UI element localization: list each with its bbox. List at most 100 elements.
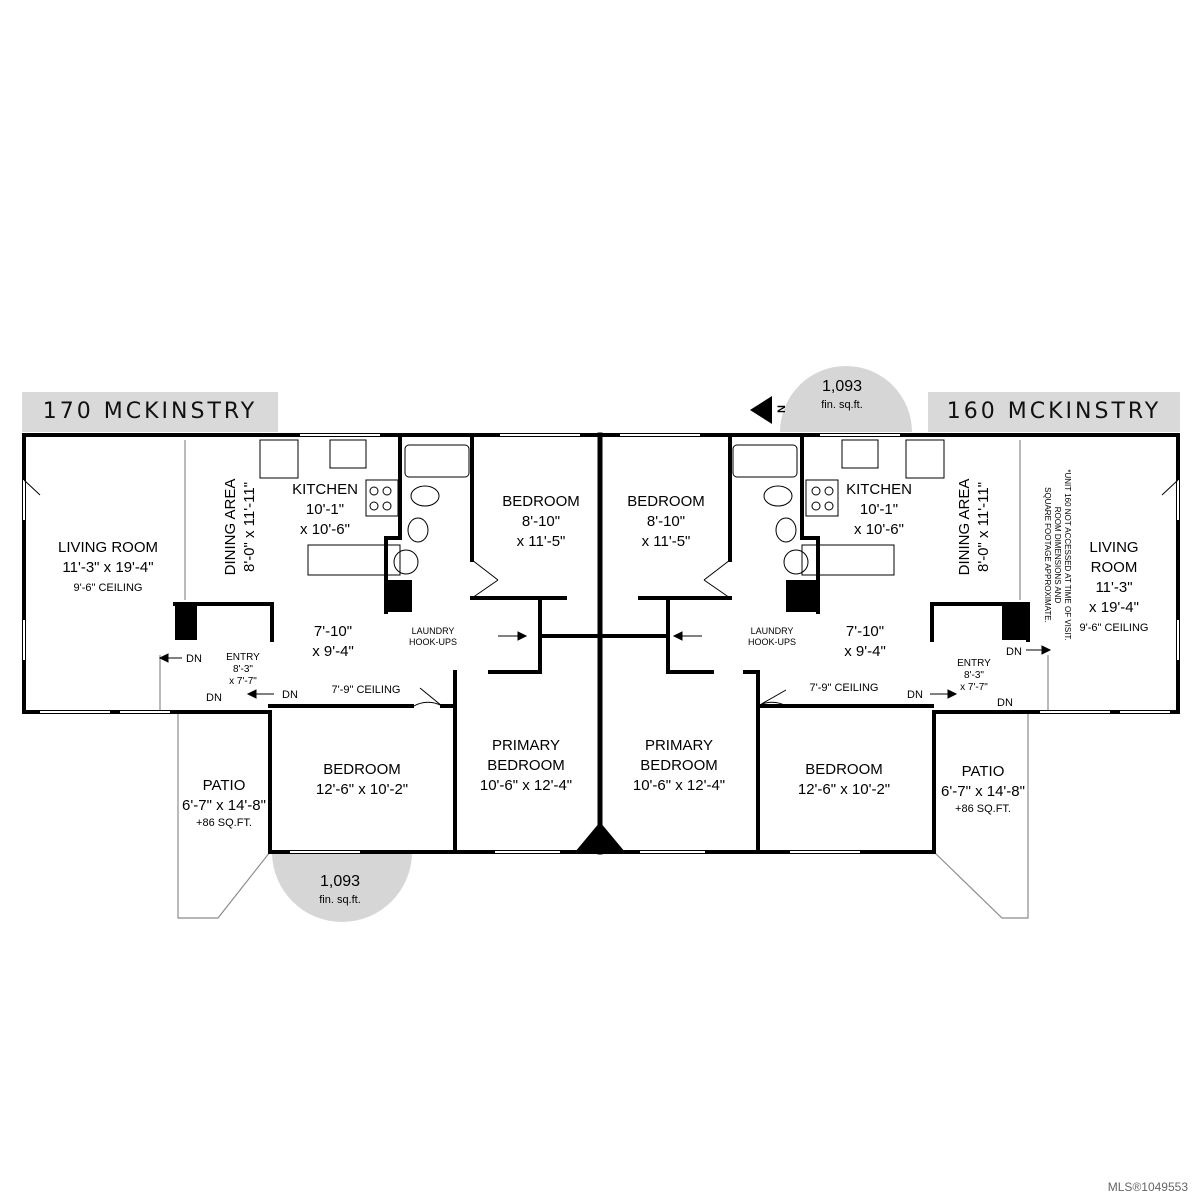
hall-label: 7'-10" x 9'-4" xyxy=(844,622,886,662)
hall-label: 7'-10" x 9'-4" xyxy=(312,622,354,662)
room-name: PATIO xyxy=(202,777,246,794)
room-name: BEDROOM xyxy=(627,493,705,510)
room-dims: x 10'-6" xyxy=(854,521,904,538)
room-name: LIVING xyxy=(1089,539,1139,556)
room-name: PRIMARY xyxy=(644,737,714,754)
patio-area: +86 SQ.FT. xyxy=(196,817,252,829)
room-dims: x 9'-4" xyxy=(844,643,886,660)
room-dims: x 10'-6" xyxy=(300,521,350,538)
stairs-down-label: DN xyxy=(1006,646,1022,658)
laundry-label: LAUNDRY HOOK-UPS xyxy=(748,626,796,648)
stairs-down-label: DN xyxy=(907,689,923,701)
room-dims: 6'-7" x 14'-8" xyxy=(941,783,1025,800)
kitchen-label: KITCHEN 10'-1" x 10'-6" xyxy=(846,480,912,540)
area-badge-unit: fin. sq.ft. xyxy=(319,894,361,906)
dining-area-label: DINING AREA 8'-0" x 11'-11" xyxy=(221,457,259,597)
room-dims: 8'-0" x 11'-11" xyxy=(975,481,992,573)
room-dims: 6'-7" x 14'-8" xyxy=(182,797,266,814)
room-name: BEDROOM xyxy=(640,757,718,774)
room-name: PATIO xyxy=(961,763,1005,780)
room-name: BEDROOM xyxy=(502,493,580,510)
dining-area-label: DINING AREA 8'-0" x 11'-11" xyxy=(955,457,993,597)
unit-banner-170: 170 MCKINSTRY xyxy=(22,392,278,432)
room-name: KITCHEN xyxy=(846,481,912,498)
structural-blocks xyxy=(175,580,1028,852)
laundry-label: LAUNDRY HOOK-UPS xyxy=(409,626,457,648)
room-name: BEDROOM xyxy=(487,757,565,774)
patio-label: PATIO 6'-7" x 14'-8" +86 SQ.FT. xyxy=(182,776,266,830)
stairs-down-label: DN xyxy=(282,689,298,701)
living-room-label: LIVING ROOM 11'-3" x 19'-4" 9'-6" CEILIN… xyxy=(1080,538,1149,635)
area-badge-top: 1,093 fin. sq.ft. xyxy=(821,378,863,414)
room-dims: 11'-3" x 19'-4" xyxy=(62,559,154,576)
room-dims: 10'-1" xyxy=(305,501,345,518)
room-dims: 7'-10" xyxy=(845,623,885,640)
room-dims: 8'-3" xyxy=(964,670,984,681)
bedroom-bottom-label: BEDROOM 12'-6" x 10'-2" xyxy=(798,760,890,800)
room-dims: 8'-10" xyxy=(521,513,561,530)
patio-label: PATIO 6'-7" x 14'-8" +86 SQ.FT. xyxy=(941,762,1025,816)
entry-label: ENTRY 8'-3" x 7'-7" xyxy=(226,652,260,688)
room-dims: 10'-6" x 12'-4" xyxy=(632,777,726,794)
hall-ceiling-label: 7'-9" CEILING xyxy=(331,684,401,696)
unit-banner-160: 160 MCKINSTRY xyxy=(928,392,1180,432)
room-name: BEDROOM xyxy=(323,761,401,778)
laundry-line-1: LAUNDRY xyxy=(750,626,794,636)
windows xyxy=(23,434,1179,853)
area-badge-unit: fin. sq.ft. xyxy=(821,399,863,411)
stairs-down-label: DN xyxy=(997,697,1013,709)
room-name: ENTRY xyxy=(226,652,260,663)
laundry-line-2: HOOK-UPS xyxy=(408,637,458,647)
stairs-down-label: DN xyxy=(186,653,202,665)
primary-bedroom-label: PRIMARY BEDROOM 10'-6" x 12'-4" xyxy=(480,736,572,796)
room-name: BEDROOM xyxy=(805,761,883,778)
arrows xyxy=(158,631,1052,699)
room-name: DINING AREA xyxy=(956,478,973,576)
patio-outlines xyxy=(159,440,1049,919)
room-dims: 10'-1" xyxy=(859,501,899,518)
north-arrow-icon xyxy=(750,396,772,424)
area-badge-bottom: 1,093 fin. sq.ft. xyxy=(319,873,361,909)
disclaimer-line-3: SQUARE FOOTAGE APPROXIMATE. xyxy=(1043,487,1052,623)
bedroom-top-label: BEDROOM 8'-10" x 11'-5" xyxy=(502,492,580,552)
room-name: ROOM xyxy=(1090,559,1138,576)
area-badge-value: 1,093 xyxy=(319,873,361,890)
kitchen-label: KITCHEN 10'-1" x 10'-6" xyxy=(292,480,358,540)
room-dims: 8'-0" x 11'-11" xyxy=(241,481,258,573)
laundry-line-2: HOOK-UPS xyxy=(747,637,797,647)
room-dims: 12'-6" x 10'-2" xyxy=(315,781,409,798)
room-dims: x 7'-7" xyxy=(229,676,257,687)
hall-ceiling-label: 7'-9" CEILING xyxy=(809,682,879,694)
primary-bedroom-label: PRIMARY BEDROOM 10'-6" x 12'-4" xyxy=(633,736,725,796)
disclaimer-line-1: *UNIT 160 NOT ACCESSED AT TIME OF VISIT. xyxy=(1063,469,1072,641)
room-dims: x 19'-4" xyxy=(1089,599,1139,616)
patio-area: +86 SQ.FT. xyxy=(955,803,1011,815)
room-dims: x 11'-5" xyxy=(641,533,691,550)
room-name: ENTRY xyxy=(957,658,991,669)
disclaimer-line-2: ROOM DIMENSIONS AND xyxy=(1053,506,1062,604)
living-room-label: LIVING ROOM 11'-3" x 19'-4" 9'-6" CEILIN… xyxy=(58,538,158,595)
room-ceiling: 9'-6" CEILING xyxy=(1079,622,1149,634)
bedroom-bottom-label: BEDROOM 12'-6" x 10'-2" xyxy=(316,760,408,800)
bedroom-top-label: BEDROOM 8'-10" x 11'-5" xyxy=(627,492,705,552)
mls-id: MLS®1049553 xyxy=(1107,1180,1188,1194)
room-dims: x 11'-5" xyxy=(516,533,566,550)
room-dims: 11'-3" xyxy=(1095,579,1133,596)
north-label: N xyxy=(775,405,788,413)
stairs-down-label: DN xyxy=(206,692,222,704)
disclaimer-note: *UNIT 160 NOT ACCESSED AT TIME OF VISIT.… xyxy=(1042,469,1072,640)
doors xyxy=(23,479,1179,707)
entry-label: ENTRY 8'-3" x 7'-7" xyxy=(957,658,991,694)
room-dims: x 7'-7" xyxy=(960,682,988,693)
room-name: LIVING ROOM xyxy=(57,539,159,556)
fixtures xyxy=(259,439,945,576)
area-badge-circle-top xyxy=(780,366,912,432)
room-dims: 12'-6" x 10'-2" xyxy=(797,781,891,798)
room-dims: 8'-10" xyxy=(646,513,686,530)
room-name: KITCHEN xyxy=(292,481,358,498)
room-dims: 7'-10" xyxy=(313,623,353,640)
room-ceiling: 9'-6" CEILING xyxy=(73,582,143,594)
room-dims: x 9'-4" xyxy=(312,643,354,660)
room-dims: 10'-6" x 12'-4" xyxy=(479,777,573,794)
